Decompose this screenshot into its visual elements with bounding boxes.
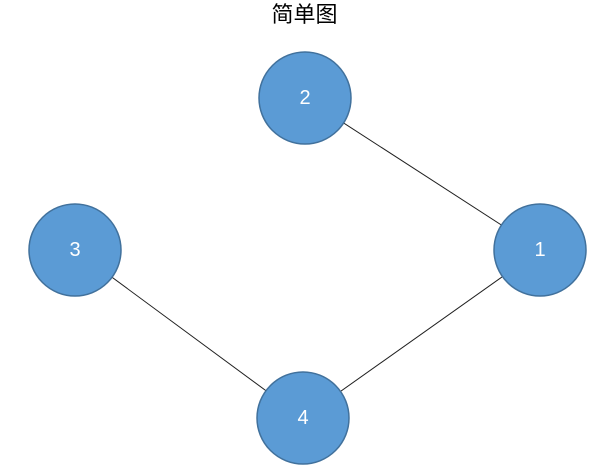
graph-node-3: 3 xyxy=(28,203,122,297)
node-label-4: 4 xyxy=(297,407,308,429)
node-circle-2 xyxy=(258,51,352,145)
node-circle-1 xyxy=(493,203,587,297)
diagram-title: 简单图 xyxy=(271,2,338,27)
node-circle-4 xyxy=(256,371,350,465)
node-label-3: 3 xyxy=(69,239,80,261)
graph-edge-3-4 xyxy=(74,249,304,419)
graph-node-1: 1 xyxy=(493,203,587,297)
node-label-2: 2 xyxy=(299,87,310,109)
node-label-1: 1 xyxy=(534,239,545,261)
graph-node-2: 2 xyxy=(258,51,352,145)
graph-node-4: 4 xyxy=(256,371,350,465)
graph-edge-1-4 xyxy=(302,249,541,419)
node-circle-3 xyxy=(28,203,122,297)
